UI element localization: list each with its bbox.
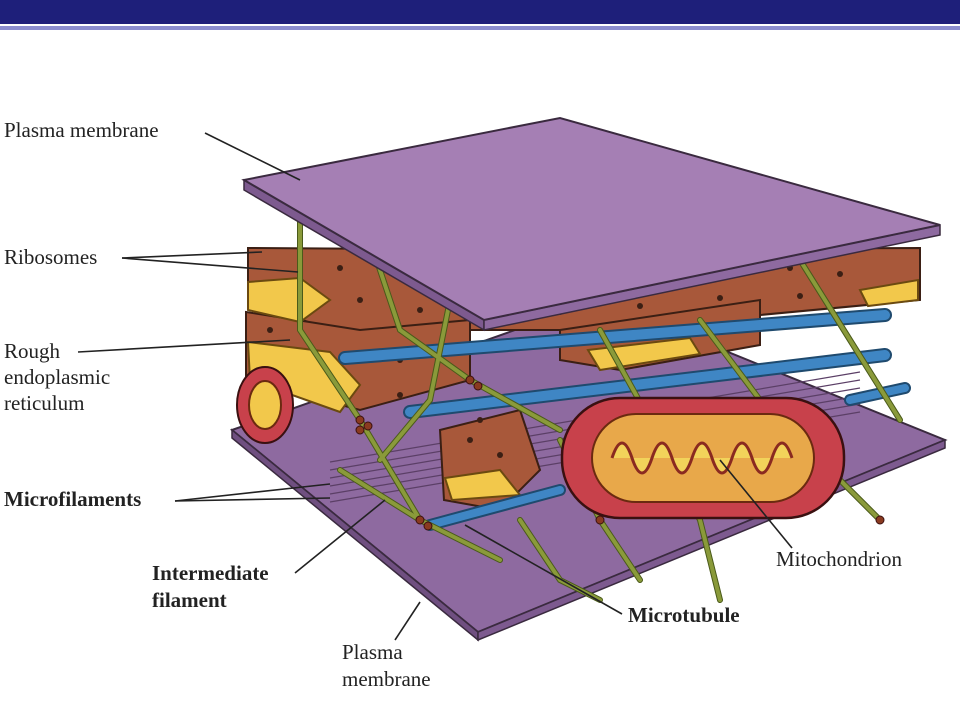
- large-mitochondrion: [560, 396, 846, 520]
- slide-header-bar: [0, 0, 960, 24]
- label-mitochondrion: Mitochondrion: [776, 547, 902, 571]
- er-lumen: [246, 276, 919, 502]
- label-ribosomes: Ribosomes: [4, 245, 98, 269]
- label-plasma-membrane-bottom-line2: membrane: [342, 667, 431, 691]
- label-plasma-membrane-bottom-line1: Plasma: [342, 640, 403, 664]
- top-plasma-membrane: [241, 116, 941, 322]
- label-intermediate-line1: Intermediate: [152, 561, 269, 585]
- label-rough-er-line1: Rough: [4, 339, 61, 363]
- mitochondrion-cristae: [610, 441, 794, 475]
- leader-lines: [77, 132, 793, 641]
- label-rough-er-line2: endoplasmic: [4, 365, 111, 389]
- label-microtubule: Microtubule: [628, 603, 740, 627]
- microtubules: [338, 308, 911, 531]
- small-mitochondrion: [236, 366, 294, 444]
- label-plasma-membrane-top: Plasma membrane: [4, 118, 159, 142]
- label-rough-er-line3: reticulum: [4, 391, 85, 415]
- slide-header-line: [0, 26, 960, 30]
- label-intermediate-line2: filament: [152, 588, 227, 612]
- label-microfilaments: Microfilaments: [4, 487, 142, 511]
